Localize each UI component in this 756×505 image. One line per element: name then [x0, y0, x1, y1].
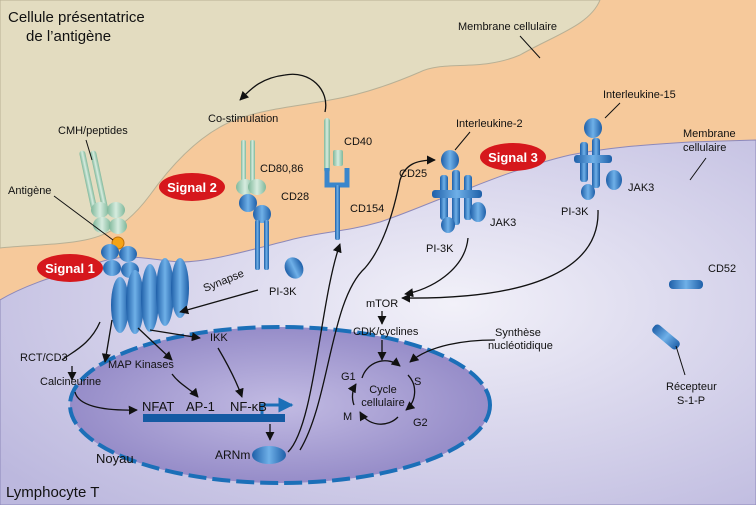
pi3k-cd28-label: PI-3K — [269, 286, 297, 298]
rct-label: RCT/CD3 — [20, 352, 68, 364]
svg-text:Signal 3: Signal 3 — [488, 150, 538, 165]
s1p-label-1: Récepteur — [666, 381, 717, 393]
svg-text:Signal 1: Signal 1 — [45, 261, 95, 276]
cdk-label: CDK/cyclines — [353, 326, 419, 338]
pi3k-il2-label: PI-3K — [426, 243, 454, 255]
cd28-label: CD28 — [281, 191, 309, 203]
membrane-right-pointer — [689, 157, 707, 181]
cd40-label: CD40 — [344, 136, 372, 148]
apc-title-line1: Cellule présentatrice — [8, 9, 145, 26]
cd52-label: CD52 — [708, 263, 736, 275]
dna-bar — [143, 414, 285, 422]
s1p-pointer — [675, 345, 686, 376]
cycle-g1: G1 — [341, 371, 356, 383]
membrane-right-label-1: Membrane — [683, 128, 736, 140]
s1p-receptor-icon — [652, 324, 680, 350]
cd80-label: CD80,86 — [260, 163, 303, 175]
signal-2-badge: Signal 2 — [159, 173, 225, 201]
signal-3-badge: Signal 3 — [480, 143, 546, 171]
cd52-icon — [669, 280, 703, 289]
membrane-right-label-2: cellulaire — [683, 142, 726, 154]
svg-text:Signal 2: Signal 2 — [167, 180, 217, 195]
il2-receptor — [432, 150, 486, 233]
jak3-il2-label: JAK3 — [490, 217, 516, 229]
s1p-label-2: S-1-P — [677, 395, 705, 407]
il15-label: Interleukine-15 — [603, 89, 676, 101]
membrane-top-pointer — [519, 35, 541, 59]
apc-cell — [0, 0, 601, 249]
il15-pointer — [604, 102, 621, 119]
cd40-cd154-pair — [324, 118, 350, 240]
il15-receptor — [574, 118, 622, 200]
transcription-start-arrow — [260, 397, 294, 414]
signal-1-badge: Signal 1 — [37, 254, 103, 282]
apc-title-line2: de l’antigène — [26, 28, 111, 45]
cd25-label: CD25 — [399, 168, 427, 180]
tcell-title: Lymphocyte T — [6, 484, 99, 501]
il2-label: Interleukine-2 — [456, 118, 523, 130]
pathway-arrows — [61, 155, 599, 453]
jak3-il15-label: JAK3 — [628, 182, 654, 194]
antigene-label: Antigène — [8, 185, 51, 197]
cd154-label: CD154 — [350, 203, 384, 215]
nfkb-label: NF-κB — [230, 399, 267, 414]
map-kinases-label: MAP Kinases — [108, 359, 174, 371]
cycle-s: S — [414, 376, 421, 388]
arnm-icon — [252, 446, 286, 464]
cmh-label: CMH/peptides — [58, 125, 128, 137]
tcr-cd3-complex — [101, 244, 189, 334]
ap1-label: AP-1 — [186, 399, 215, 414]
cell-cycle — [347, 357, 416, 425]
synthese-label-2: nucléotidique — [488, 340, 553, 352]
cycle-title-1: Cycle — [369, 384, 397, 396]
arnm-label: ARNm — [215, 448, 250, 462]
ikk-label: IKK — [210, 332, 228, 344]
cmh-pointer — [85, 139, 93, 161]
calcineurine-label: Calcineurine — [40, 376, 101, 388]
nfat-label: NFAT — [142, 399, 174, 414]
costim-arrow — [239, 73, 327, 113]
costim-label: Co-stimulation — [208, 113, 278, 125]
membrane-top-label: Membrane cellulaire — [458, 21, 557, 33]
antigene-pointer — [53, 195, 114, 241]
cd80-cd28-pair — [236, 140, 304, 279]
cycle-m: M — [343, 411, 352, 423]
nucleus-label: Noyau — [96, 451, 134, 466]
cycle-title-2: cellulaire — [361, 397, 404, 409]
il2-pointer — [454, 131, 471, 151]
pi3k-il15-label: PI-3K — [561, 206, 589, 218]
cycle-g2: G2 — [413, 417, 428, 429]
synthese-label-1: Synthèse — [495, 327, 541, 339]
mtor-label: mTOR — [366, 298, 398, 310]
